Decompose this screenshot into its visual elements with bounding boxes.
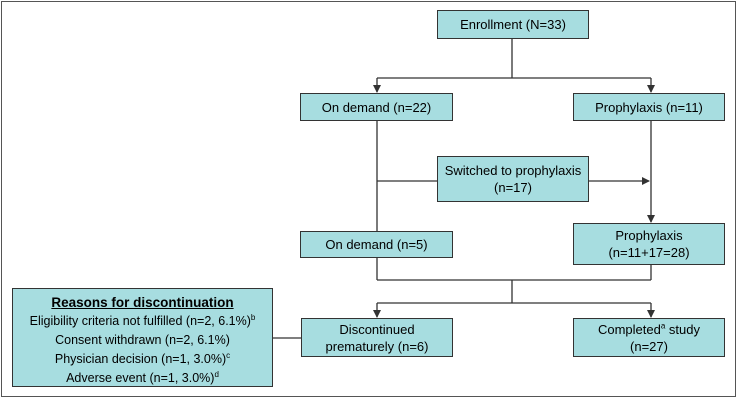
completed-prefix: Completed [597, 321, 661, 337]
switched-box: Switched to prophylaxis (n=17) [437, 156, 589, 202]
reason-footnote-mark: d [214, 369, 219, 379]
on-demand-final-label: On demand (n=5) [325, 237, 428, 252]
on-demand-final-box: On demand (n=5) [300, 231, 453, 258]
reason-footnote-mark: b [250, 312, 256, 322]
discontinued-label-line2: prematurely (n=6) [325, 338, 429, 354]
reasons-box: Reasons for discontinuation Eligibility … [12, 288, 273, 387]
reason-text: Physician decision (n=1, 3.0%) [54, 352, 227, 366]
reason-text: Consent withdrawn (n=2, 6.1%) [55, 333, 230, 347]
reason-item: Consent withdrawn (n=2, 6.1%) [13, 331, 272, 350]
prophylaxis-final-label-line1: Prophylaxis [615, 228, 683, 243]
completed-label-line1: Completeda study [598, 321, 700, 338]
prophylaxis-final-box: Prophylaxis (n=11+17=28) [573, 223, 725, 265]
discontinued-label-line1: Discontinued [339, 321, 415, 337]
reason-item: Adverse event (n=1, 3.0%)d [13, 369, 272, 388]
reason-text: Adverse event (n=1, 3.0%) [66, 371, 215, 385]
prophylaxis-initial-label: Prophylaxis (n=11) [595, 99, 703, 115]
prophylaxis-initial-box: Prophylaxis (n=11) [573, 93, 725, 121]
completed-footnote-mark: a [660, 321, 666, 331]
reason-item: Eligibility criteria not fulfilled (n=2,… [13, 312, 272, 331]
reason-footnote-mark: c [226, 350, 231, 360]
completed-box: Completeda study (n=27) [573, 318, 725, 357]
reason-item: Physician decision (n=1, 3.0%)c [13, 350, 272, 369]
completed-label-line2: (n=27) [630, 338, 668, 354]
switched-label-line1: Switched to prophylaxis [444, 163, 582, 178]
enrollment-label: Enrollment (N=33) [460, 17, 566, 32]
switched-label-line2: (n=17) [494, 180, 532, 195]
enrollment-box: Enrollment (N=33) [437, 10, 589, 39]
on-demand-initial-box: On demand (n=22) [300, 93, 453, 121]
completed-suffix: study [665, 321, 700, 337]
reason-text: Eligibility criteria not fulfilled (n=2,… [29, 314, 251, 328]
on-demand-initial-label: On demand (n=22) [321, 99, 432, 115]
discontinued-box: Discontinued prematurely (n=6) [301, 318, 453, 357]
reasons-title: Reasons for discontinuation [51, 295, 234, 310]
prophylaxis-final-label-line2: (n=11+17=28) [608, 245, 690, 260]
